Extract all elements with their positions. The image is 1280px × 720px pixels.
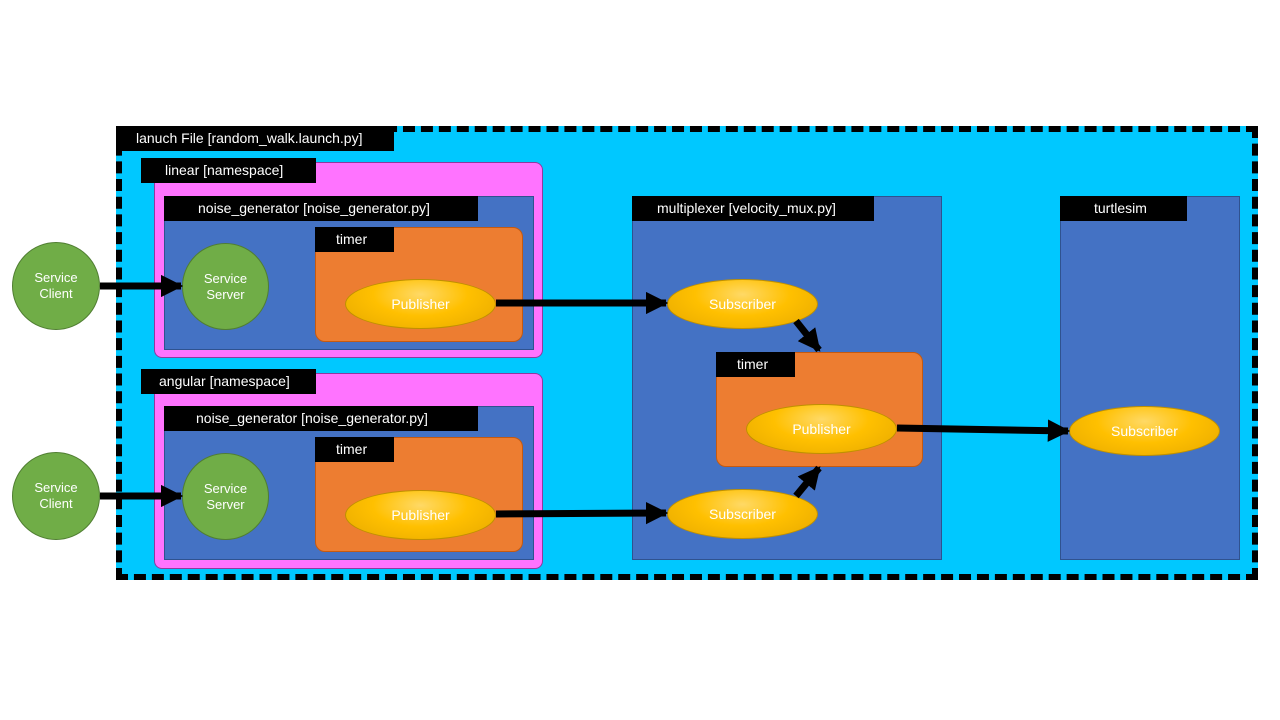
arrow-mux-sub-bottom-to-timer (793, 465, 822, 499)
launch-file-label: lanuch File [random_walk.launch.py] (116, 126, 394, 151)
multiplexer-subscriber-top: Subscriber (667, 279, 818, 329)
linear-timer-label: timer (315, 227, 394, 252)
multiplexer-subscriber-bottom: Subscriber (667, 489, 818, 539)
multiplexer-label: multiplexer [velocity_mux.py] (632, 196, 874, 221)
linear-namespace-label: linear [namespace] (141, 158, 316, 183)
arrow-mux-sub-top-to-timer (793, 318, 822, 353)
turtlesim-label: turtlesim (1060, 196, 1187, 221)
multiplexer-publisher: Publisher (746, 404, 897, 454)
multiplexer-timer-label: timer (716, 352, 795, 377)
angular-timer-label: timer (315, 437, 394, 462)
turtlesim-node (1060, 196, 1240, 560)
angular-node-label: noise_generator [noise_generator.py] (164, 406, 478, 431)
arrow-mux-publisher-to-turtlesim (896, 419, 1071, 442)
linear-node-label: noise_generator [noise_generator.py] (164, 196, 478, 221)
linear-publisher: Publisher (345, 279, 496, 329)
arrow-angular-publisher-to-mux (495, 501, 669, 525)
angular-namespace-label: angular [namespace] (141, 369, 316, 394)
turtlesim-subscriber: Subscriber (1069, 406, 1220, 456)
angular-publisher: Publisher (345, 490, 496, 540)
